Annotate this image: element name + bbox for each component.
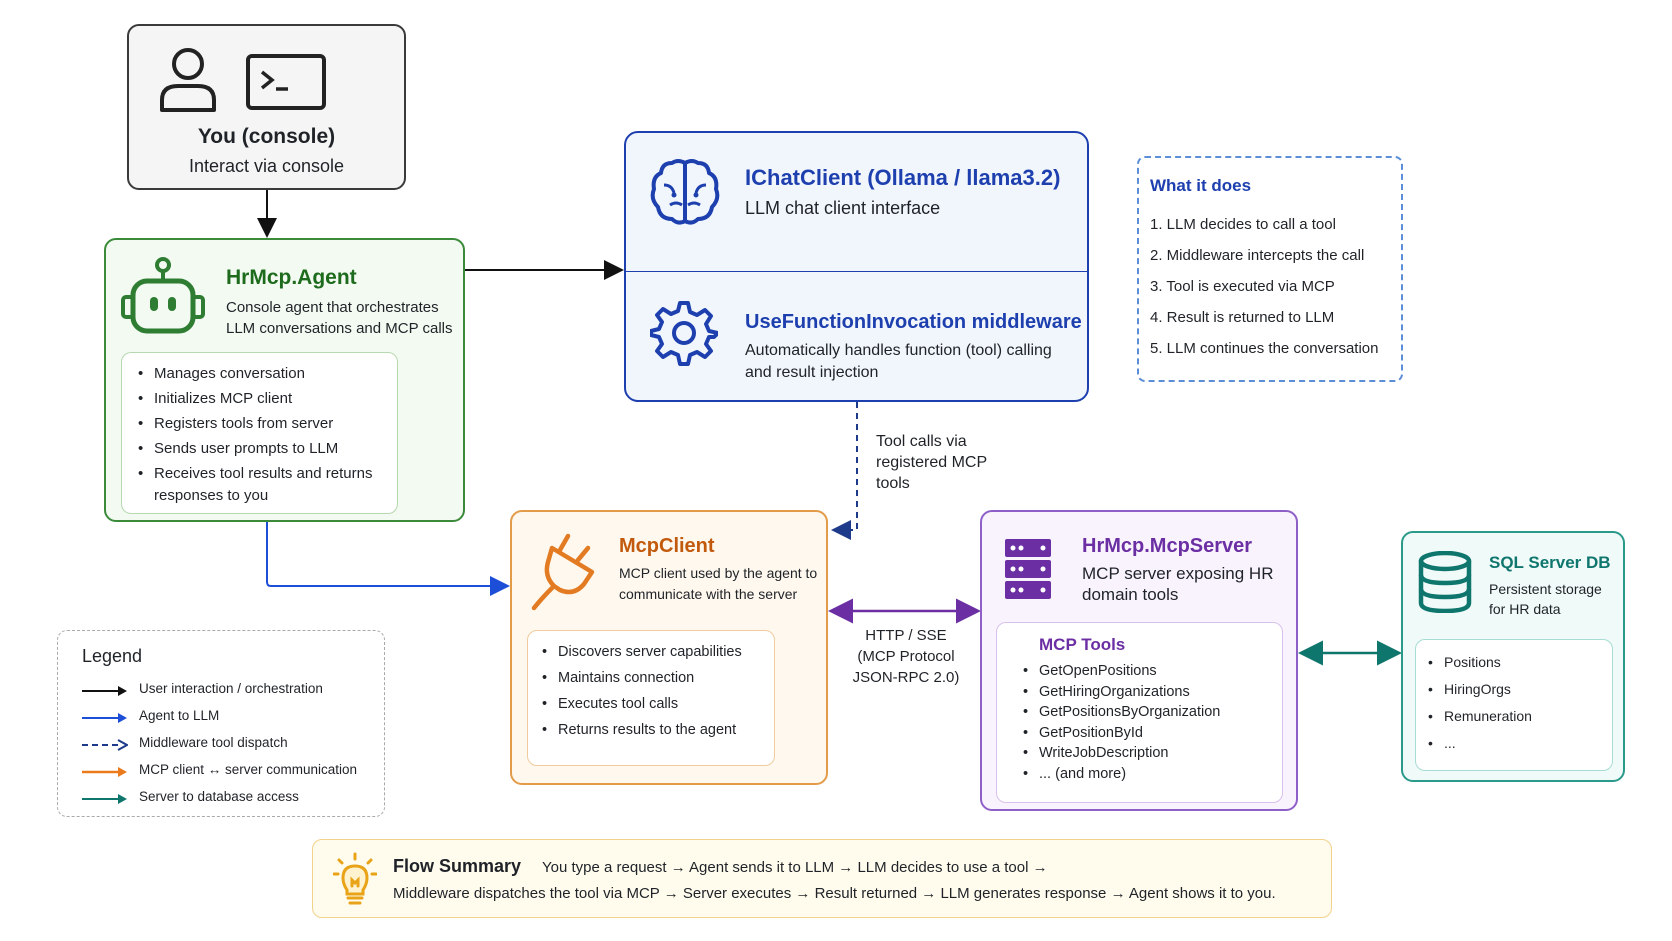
table-item: Positions: [1426, 652, 1604, 672]
tool-calls-line: Tool calls via: [876, 433, 967, 450]
brain-icon: [650, 159, 720, 225]
legend-label: Server to database access: [139, 789, 299, 804]
table-item: ...: [1426, 733, 1604, 753]
http-label-line: HTTP / SSE: [865, 627, 947, 644]
what-it-does-title: What it does: [1150, 176, 1252, 195]
sql-description-text: Persistent storage for HR data: [1489, 581, 1602, 617]
mcp-server-description: MCP server exposing HR domain tools: [1082, 564, 1274, 604]
arrow-middleware-dispatch: [831, 402, 858, 540]
legend-arrow-teal: [82, 794, 127, 804]
server-icon: [1005, 539, 1051, 599]
you-title: You (console): [197, 125, 336, 148]
sql-description: Persistent storage for HR data: [1489, 579, 1614, 619]
list-item: Maintains connection: [540, 667, 766, 689]
legend-box: Legend User interaction / orchestration …: [57, 630, 385, 817]
legend-label: Middleware tool dispatch: [139, 735, 288, 750]
tool-item: GetOpenPositions: [1021, 661, 1274, 682]
database-icon: [1418, 551, 1472, 613]
mcp-client-box: McpClient MCP client used by the agent t…: [510, 510, 828, 785]
mcp-tools-title: MCP Tools: [1039, 635, 1126, 654]
gear-icon: [650, 301, 718, 366]
agent-title: HrMcp.Agent: [226, 266, 357, 289]
mcp-client-capabilities: Discovers server capabilities Maintains …: [527, 630, 775, 766]
mcp-server-title: HrMcp.McpServer: [1082, 535, 1253, 557]
flow-summary-title: Flow Summary: [393, 856, 522, 876]
plug-icon: [531, 533, 595, 611]
you-console-box: You (console) Interact via console: [127, 24, 406, 190]
what-it-does-box: What it does 1. LLM decides to call a to…: [1137, 156, 1403, 382]
tool-calls-line: registered MCP: [876, 454, 988, 471]
legend-title: Legend: [82, 646, 143, 666]
middleware-title: UseFunctionInvocation middleware: [745, 311, 1082, 333]
table-item: Remuneration: [1426, 706, 1604, 726]
mcp-server-box: HrMcp.McpServer MCP server exposing HR d…: [980, 510, 1298, 811]
legend-arrow-blue: [82, 713, 127, 723]
flow-summary-line2: Middleware dispatches the tool via MCP →…: [393, 885, 1276, 902]
middleware-description: Automatically handles function (tool) ca…: [745, 342, 1052, 381]
list-item: Manages conversation: [136, 363, 387, 385]
list-item: Returns results to the agent: [540, 719, 766, 741]
legend-label: User interaction / orchestration: [139, 681, 323, 696]
list-item: Executes tool calls: [540, 693, 766, 715]
http-label-line: JSON-RPC 2.0): [852, 669, 960, 686]
sql-tables-panel: Positions HiringOrgs Remuneration ...: [1415, 639, 1613, 771]
http-label-line: (MCP Protocol: [857, 648, 955, 665]
ichat-title: IChatClient (Ollama / llama3.2): [745, 165, 1061, 190]
legend-arrow-black: [82, 686, 127, 696]
robot-icon: [121, 257, 205, 334]
list-item: Registers tools from server: [136, 413, 387, 435]
http-sse-label: HTTP / SSE (MCP Protocol JSON-RPC 2.0): [826, 625, 986, 688]
mcp-tools-panel: MCP Tools GetOpenPositions GetHiringOrga…: [996, 622, 1283, 803]
mcp-client-description: MCP client used by the agent to communic…: [619, 565, 818, 602]
agent-description: Console agent that orchestrates LLM conv…: [226, 299, 453, 337]
list-item: Receives tool results and returns respon…: [136, 463, 387, 507]
tool-item: GetHiringOrganizations: [1021, 682, 1274, 703]
lightbulb-icon: [333, 852, 377, 905]
you-subtitle: Interact via console: [188, 156, 345, 176]
mcp-client-title: McpClient: [619, 535, 715, 557]
flow-summary-line1: You type a request → Agent sends it to L…: [542, 859, 1048, 876]
agent-box: HrMcp.Agent Console agent that orchestra…: [104, 238, 465, 522]
sql-server-box: SQL Server DB Persistent storage for HR …: [1401, 531, 1625, 782]
user-icon: [160, 48, 216, 112]
legend-arrow-orange: [82, 767, 127, 777]
list-item: Initializes MCP client: [136, 388, 387, 410]
list-item: Sends user prompts to LLM: [136, 438, 387, 460]
tool-calls-label: Tool calls via registered MCP tools: [876, 431, 987, 494]
tool-calls-line: tools: [876, 475, 910, 492]
step-item: 3. Tool is executed via MCP: [1150, 278, 1335, 295]
legend-label: Agent to LLM: [139, 708, 220, 723]
terminal-icon: [246, 54, 326, 110]
legend-label: MCP client ↔ server communication: [139, 762, 358, 777]
arrow-agent-to-mcpclient: [266, 522, 510, 596]
flow-summary-box: Flow Summary You type a request → Agent …: [312, 839, 1332, 918]
ichatclient-box: IChatClient (Ollama / llama3.2) LLM chat…: [624, 131, 1089, 402]
step-item: 5. LLM continues the conversation: [1150, 340, 1379, 357]
tool-item: GetPositionsByOrganization: [1021, 702, 1274, 723]
step-item: 2. Middleware intercepts the call: [1150, 247, 1365, 264]
tool-item: WriteJobDescription: [1021, 743, 1274, 764]
list-item: Discovers server capabilities: [540, 641, 766, 663]
step-item: 4. Result is returned to LLM: [1150, 309, 1335, 326]
tool-item: ... (and more): [1021, 764, 1274, 785]
step-item: 1. LLM decides to call a tool: [1150, 216, 1336, 233]
table-item: HiringOrgs: [1426, 679, 1604, 699]
ichat-divider: [626, 271, 1087, 272]
legend-arrow-dashed: [82, 739, 128, 751]
tool-item: GetPositionById: [1021, 723, 1274, 744]
sql-title: SQL Server DB: [1489, 553, 1611, 572]
agent-responsibilities: Manages conversation Initializes MCP cli…: [121, 352, 398, 514]
ichat-subtitle: LLM chat client interface: [745, 198, 941, 218]
